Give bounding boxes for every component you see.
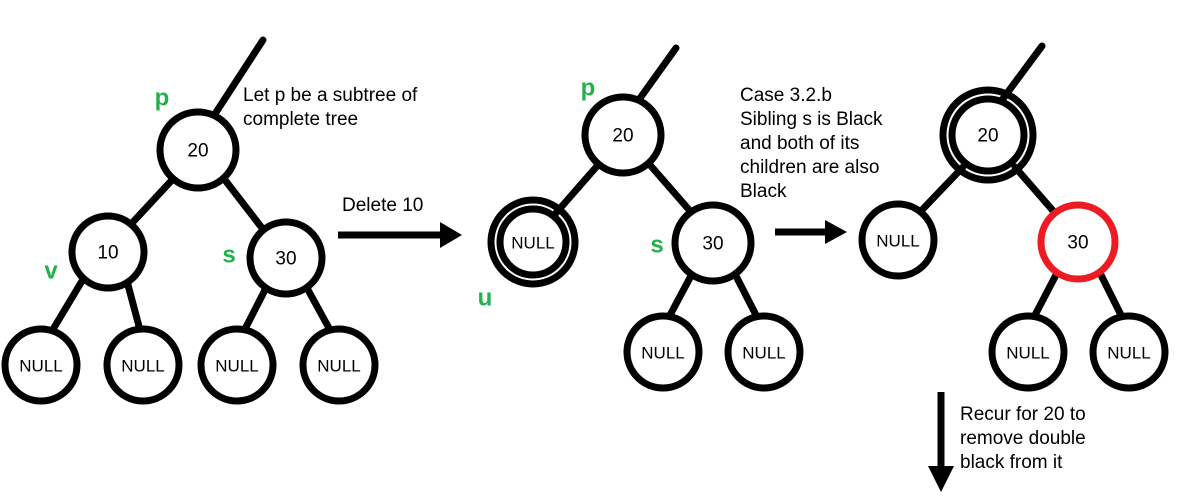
node-label-t2-u: NULL — [511, 234, 554, 253]
edge-t3-20-null0 — [917, 163, 967, 215]
case-note: Case 3.2.b Sibling s is Black and both o… — [740, 85, 883, 202]
node-t3-30[interactable] — [1037, 201, 1119, 283]
case-note-line-1: Case 3.2.b — [740, 85, 832, 106]
node-label-t3-null-0: NULL — [876, 232, 919, 251]
delete-10-transition: Delete 10 — [338, 195, 462, 248]
edge-t2-20-u — [552, 161, 602, 217]
node-t3-20[interactable] — [948, 95, 1028, 175]
edge-parent-stub-t1 — [209, 36, 267, 121]
edge-t1-20-30 — [221, 176, 266, 232]
node-label-t1-30: 30 — [275, 249, 296, 270]
node-label-t3-30: 30 — [1067, 233, 1088, 254]
edge-parent-stub-t3 — [998, 42, 1046, 104]
node-t1-null-1[interactable] — [1, 325, 81, 405]
marker-label-t2-s: s — [650, 232, 663, 259]
marker-label-t1-p: p — [155, 85, 170, 112]
node-label-t1-20: 20 — [187, 141, 208, 162]
delete-10-label: Delete 10 — [342, 195, 423, 216]
edge-parent-stub-t2 — [634, 44, 680, 105]
tree-recolored: 20 NULL 30 NULL NULL — [858, 42, 1169, 392]
node-t2-null-1[interactable] — [623, 312, 703, 392]
case-note-line-3: and both of its — [740, 133, 859, 154]
marker-label-t2-u: u — [478, 285, 493, 312]
node-t1-null-3[interactable] — [197, 325, 277, 405]
marker-label-t1-s: s — [222, 242, 235, 269]
node-label-t2-20: 20 — [612, 126, 633, 147]
let-p-note-line-1: Let p be a subtree of — [243, 85, 418, 106]
node-label-t2-30: 30 — [702, 234, 723, 255]
edge-t3-20-30 — [1011, 163, 1059, 217]
tree-after-delete: 20 NULL 30 NULL NULL p u s — [478, 44, 804, 392]
node-t3-null-2[interactable] — [1089, 312, 1169, 392]
edge-t3-30-null1 — [1030, 269, 1061, 321]
node-t3-20-outer-ring — [939, 86, 1037, 184]
case-note-line-5: Black — [740, 181, 787, 202]
tree-initial: 20 10 30 NULL NULL NULL NULL p v s — [1, 36, 379, 405]
node-t3-null-1[interactable] — [988, 312, 1068, 392]
recolor-arrow-head — [825, 220, 847, 244]
marker-label-t1-v: v — [44, 258, 58, 285]
node-label-t3-20: 20 — [977, 126, 998, 147]
recur-transition: Recur for 20 to remove double black from… — [928, 392, 1086, 492]
recur-note-line-1: Recur for 20 to — [960, 404, 1086, 425]
node-label-t1-null-3: NULL — [215, 357, 258, 376]
node-t1-10[interactable] — [68, 212, 148, 292]
marker-label-t2-p: p — [581, 75, 596, 102]
recur-arrow-head — [928, 466, 954, 492]
edge-t1-10-null2 — [124, 281, 144, 334]
edge-t2-30-null1 — [665, 270, 696, 321]
case-note-line-4: children are also — [740, 157, 879, 178]
edge-t2-30-null2 — [731, 270, 761, 321]
delete-10-arrow-head — [440, 222, 462, 248]
node-t2-null-2[interactable] — [724, 312, 804, 392]
node-label-t1-null-4: NULL — [317, 357, 360, 376]
node-t2-u-outer-ring — [487, 196, 579, 288]
node-t1-20[interactable] — [156, 108, 240, 192]
node-t1-null-2[interactable] — [103, 325, 183, 405]
case-note-line-2: Sibling s is Black — [740, 109, 883, 130]
node-t2-30[interactable] — [671, 201, 755, 285]
node-t3-null-0[interactable] — [858, 200, 938, 280]
let-p-note: Let p be a subtree of complete tree — [243, 85, 418, 130]
edge-t1-10-null1 — [48, 277, 86, 335]
node-label-t1-null-2: NULL — [121, 357, 164, 376]
node-label-t1-10: 10 — [97, 243, 118, 264]
node-t1-30[interactable] — [246, 218, 326, 298]
let-p-note-line-2: complete tree — [243, 109, 358, 130]
edge-t2-20-30 — [646, 161, 695, 216]
node-label-t2-null-1: NULL — [641, 344, 684, 363]
edge-t1-30-null3 — [240, 284, 270, 335]
node-label-t3-null-1: NULL — [1006, 344, 1049, 363]
edge-t1-20-10 — [129, 176, 176, 226]
node-t2-u[interactable] — [496, 205, 570, 279]
node-t2-20[interactable] — [581, 93, 665, 177]
recur-note-line-2: remove double — [960, 428, 1086, 449]
edge-t1-30-null4 — [303, 284, 334, 334]
node-label-t3-null-2: NULL — [1107, 344, 1150, 363]
edge-t3-30-null2 — [1096, 269, 1126, 321]
recolor-transition — [775, 220, 847, 244]
node-label-t2-null-2: NULL — [742, 344, 785, 363]
node-label-t1-null-1: NULL — [19, 357, 62, 376]
node-t1-null-4[interactable] — [299, 325, 379, 405]
recur-note-line-3: black from it — [960, 452, 1063, 473]
